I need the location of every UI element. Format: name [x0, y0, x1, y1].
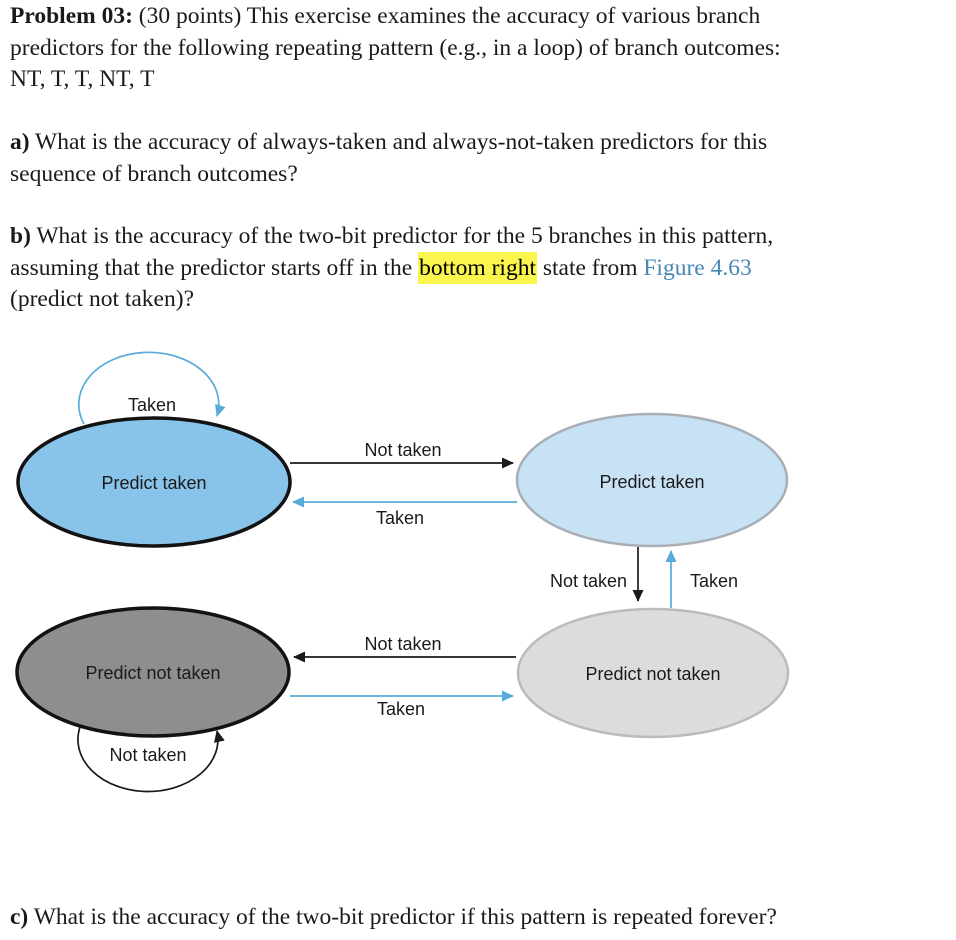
edge-label-br-to-bl: Not taken: [364, 634, 441, 654]
state-strong-predict-taken: [16, 416, 292, 548]
edge-label-self-loop-not-taken: Not taken: [109, 745, 186, 765]
edge-label-br-to-tr: Taken: [690, 571, 738, 591]
question-c-label: c): [10, 904, 29, 930]
edge-label-tl-to-tr: Not taken: [364, 440, 441, 460]
question-b-line-2-middle: state from: [536, 254, 644, 281]
state-weak-predict-taken: [515, 412, 789, 548]
state-weak-predict-not-taken: [516, 607, 790, 739]
question-a-line-1: What is the accuracy of always-taken and…: [29, 129, 768, 155]
highlight-bottom-right: bottom right: [418, 251, 537, 284]
question-a-label: a): [10, 129, 30, 155]
question-b-line-2-start: assuming that the predictor starts off i…: [10, 254, 419, 281]
question-a: a) What is the accuracy of always-taken …: [10, 127, 952, 190]
question-b-line-3: (predict not taken)?: [10, 286, 194, 312]
edge-label-bl-to-br: Taken: [377, 699, 425, 719]
state-diagram-figure-4-63: Predict taken Predict taken Predict not …: [15, 351, 790, 793]
edge-self-loop-not-taken: [77, 726, 225, 793]
edge-self-loop-taken: [77, 351, 226, 425]
question-c-text: What is the accuracy of the two-bit pred…: [28, 904, 777, 930]
state-label-bottom-left: Predict not taken: [85, 663, 220, 683]
problem-line-1: (30 points) This exercise examines the a…: [132, 3, 761, 29]
figure-4-63-link[interactable]: Figure 4.63: [643, 254, 752, 281]
question-b: b) What is the accuracy of the two-bit p…: [10, 221, 952, 316]
question-b-label: b): [10, 223, 31, 249]
edge-label-self-loop-taken: Taken: [128, 395, 176, 415]
state-label-top-right: Predict taken: [599, 472, 704, 492]
question-c: c) What is the accuracy of the two-bit p…: [10, 902, 952, 934]
state-label-top-left: Predict taken: [101, 473, 206, 493]
state-strong-predict-not-taken: [15, 606, 291, 738]
edge-label-tr-to-tl: Taken: [376, 508, 424, 528]
question-b-line-1: What is the accuracy of the two-bit pred…: [30, 223, 774, 249]
question-a-line-2: sequence of branch outcomes?: [10, 160, 298, 187]
problem-pattern: NT, T, T, NT, T: [10, 66, 155, 92]
state-label-bottom-right: Predict not taken: [585, 664, 720, 684]
problem-label: Problem 03:: [10, 3, 133, 29]
problem-statement: Problem 03: (30 points) This exercise ex…: [10, 1, 952, 96]
edge-label-tr-to-br: Not taken: [550, 571, 627, 591]
problem-line-2: predictors for the following repeating p…: [10, 34, 781, 61]
